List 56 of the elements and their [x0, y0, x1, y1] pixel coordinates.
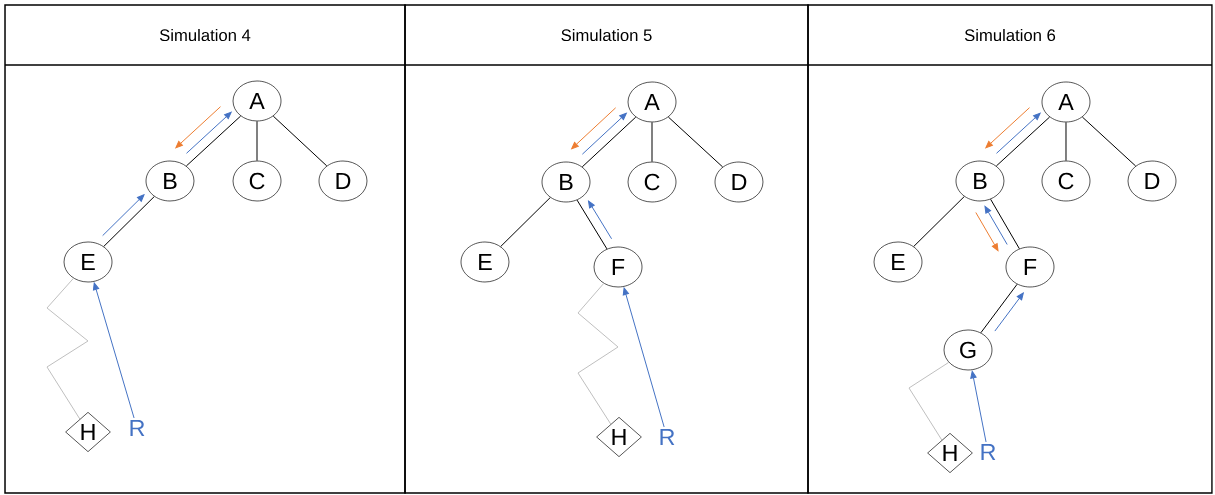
- tree-node: E: [460, 241, 510, 283]
- tree-node: G: [943, 329, 993, 371]
- diamond-node: H: [65, 412, 111, 452]
- zigzag-line: [577, 282, 619, 425]
- connector-line: [256, 120, 258, 162]
- connector-line: [980, 283, 1018, 334]
- zigzag-line: [908, 361, 950, 441]
- connector-line: [500, 197, 551, 247]
- arrow: [985, 107, 1030, 149]
- arrow: [186, 111, 232, 154]
- tree-node: C: [1041, 160, 1091, 202]
- zigzag-line: [46, 277, 89, 420]
- tree-node: B: [955, 160, 1005, 202]
- tree-node: E: [63, 241, 113, 283]
- arrow: [622, 287, 665, 428]
- tree-node: F: [593, 246, 643, 288]
- tree-node: D: [1127, 160, 1177, 202]
- connector-line: [576, 199, 608, 250]
- tree-node: C: [627, 161, 677, 203]
- arrow: [102, 194, 145, 237]
- arrow: [970, 370, 987, 443]
- connector-line: [185, 115, 242, 167]
- diamond-node: H: [927, 433, 973, 473]
- tree-node: C: [232, 160, 282, 202]
- node-label: R: [130, 419, 145, 436]
- connector-line: [913, 196, 965, 247]
- tree-node: D: [318, 160, 368, 202]
- arrow: [581, 112, 627, 155]
- arrow: [571, 107, 617, 150]
- arrow: [994, 292, 1024, 332]
- connector-line: [1065, 121, 1067, 162]
- diamond-node: H: [596, 417, 642, 457]
- connector-line: [581, 116, 637, 168]
- connector-line: [103, 196, 155, 247]
- connector-line: [1081, 116, 1137, 167]
- arrow: [975, 212, 999, 252]
- connector-line: [667, 116, 724, 168]
- tree-node: B: [541, 161, 591, 203]
- connector-line: [651, 121, 653, 163]
- arrow: [588, 200, 613, 240]
- tree-node: E: [873, 241, 923, 283]
- tree-node: D: [714, 161, 764, 203]
- node-label: R: [660, 428, 675, 445]
- arrow: [984, 205, 1008, 245]
- tree-node: A: [627, 81, 677, 123]
- tree-node: A: [232, 80, 282, 122]
- node-label: R: [981, 443, 996, 460]
- tree-node: B: [145, 160, 195, 202]
- connector-line: [990, 198, 1020, 250]
- arrow: [996, 112, 1041, 154]
- connector-line: [995, 116, 1051, 167]
- arrow: [175, 106, 221, 149]
- connector-line: [272, 115, 328, 167]
- tree-node: A: [1041, 81, 1091, 123]
- arrow: [92, 282, 135, 419]
- tree-node: F: [1005, 246, 1055, 288]
